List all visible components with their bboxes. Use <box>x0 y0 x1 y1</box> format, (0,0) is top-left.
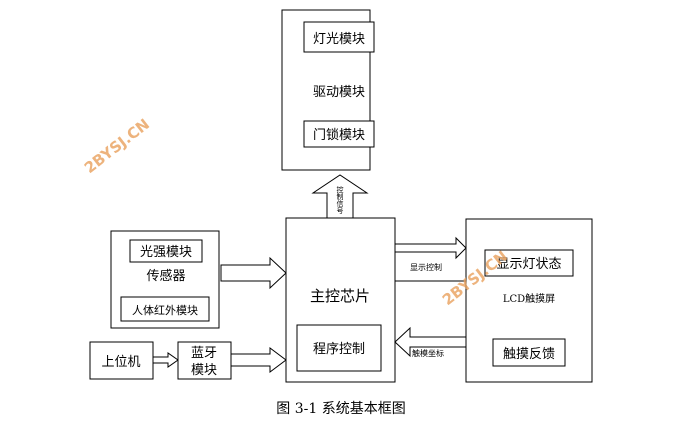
bluetooth-to-mcu-arrow <box>230 347 287 373</box>
light-status-label: 显示灯状态 <box>496 257 561 272</box>
light-status-box <box>484 249 574 277</box>
sensor-to-mcu-arrow <box>220 256 287 290</box>
light-module-label: 灯光模块 <box>313 32 365 47</box>
display-control-arrow: 显示控制 <box>394 236 467 272</box>
pc-to-bluetooth-arrow <box>152 352 179 368</box>
program-control-box <box>296 324 382 372</box>
pir-module-box <box>120 296 210 322</box>
touch-coords-label: 触模坐标 <box>412 348 444 358</box>
pc-label: 上位机 <box>101 355 140 370</box>
light-intensity-module-label: 光强模块 <box>140 245 192 260</box>
door-lock-module-box <box>303 120 375 148</box>
control-signal-label: 控制信号 <box>337 185 344 215</box>
sensor-title: 传感器 <box>146 268 185 284</box>
figure-caption: 图 3-1 系统基本框图 <box>276 400 405 417</box>
sensor-module: 光强模块 传感器 人体红外模块 <box>110 230 220 329</box>
bluetooth-module: 蓝牙 模块 <box>177 341 232 380</box>
drive-module: 灯光模块 驱动模块 门锁模块 <box>281 9 375 171</box>
touch-coords-arrow: 触模坐标 <box>394 280 466 358</box>
touch-feedback-box <box>492 338 566 367</box>
light-module-box <box>303 21 375 53</box>
lcd-module: 显示灯状态 LCD触摸屏 触摸反馈 <box>465 218 593 383</box>
mcu-module: 主控芯片 程序控制 <box>285 217 396 383</box>
display-control-label: 显示控制 <box>410 262 442 272</box>
lcd-title: LCD触摸屏 <box>503 292 555 305</box>
bluetooth-label-line1: 蓝牙 <box>191 346 217 361</box>
bluetooth-label-line2: 模块 <box>191 363 217 378</box>
control-signal-arrow: 控制信号 <box>311 174 369 219</box>
touch-feedback-label: 触摸反馈 <box>503 347 555 362</box>
light-intensity-module-box <box>129 239 203 263</box>
drive-module-title: 驱动模块 <box>313 85 365 100</box>
mcu-title: 主控芯片 <box>310 287 370 305</box>
pc-module: 上位机 <box>89 341 154 380</box>
door-lock-module-label: 门锁模块 <box>313 127 365 143</box>
watermark-left: 2BYSJ.CN <box>81 115 153 177</box>
control-signal-text: 控制信号 <box>337 185 344 215</box>
program-control-label: 程序控制 <box>313 342 365 357</box>
pir-module-label: 人体红外模块 <box>132 303 198 317</box>
